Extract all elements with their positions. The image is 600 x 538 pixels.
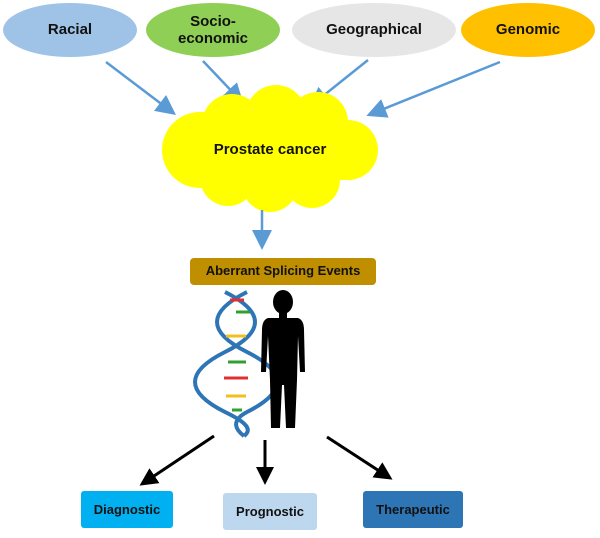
aberrant-splicing-label: Aberrant Splicing Events (205, 263, 361, 279)
factor-ellipse-racial (3, 3, 137, 57)
prostate-cancer-cloud (162, 85, 378, 212)
aberrant-splicing-box (190, 258, 376, 285)
arrow-to-diagnostic (139, 434, 215, 486)
outcome-therapeutic-label: Therapeutic (376, 502, 450, 517)
arrow-socioeconomic-to-cancer (202, 60, 244, 104)
outcome-prognostic: Prognostic (223, 493, 317, 530)
outcome-prognostic-label: Prognostic (236, 504, 304, 519)
outcome-therapeutic: Therapeutic (363, 491, 463, 528)
outcome-diagnostic: Diagnostic (81, 491, 173, 528)
human-silhouette-icon (261, 290, 305, 428)
factor-label-geographical: Geographical (326, 21, 422, 39)
arrow-racial-to-cancer (105, 61, 176, 116)
prostate-cancer-label: Prostate cancer (213, 141, 327, 159)
factor-label-genomic: Genomic (495, 21, 561, 39)
factor-label-socioeconomic: Socio- economic (177, 12, 249, 47)
outcome-diagnostic-label: Diagnostic (93, 502, 161, 517)
arrow-genomic-to-cancer (366, 60, 501, 118)
factor-ellipse-genomic (461, 3, 595, 57)
factor-label-racial: Racial (47, 21, 93, 39)
arrow-to-therapeutic (326, 435, 393, 480)
factor-ellipse-geographical (292, 3, 456, 57)
factor-ellipse-socioeconomic (146, 3, 280, 57)
